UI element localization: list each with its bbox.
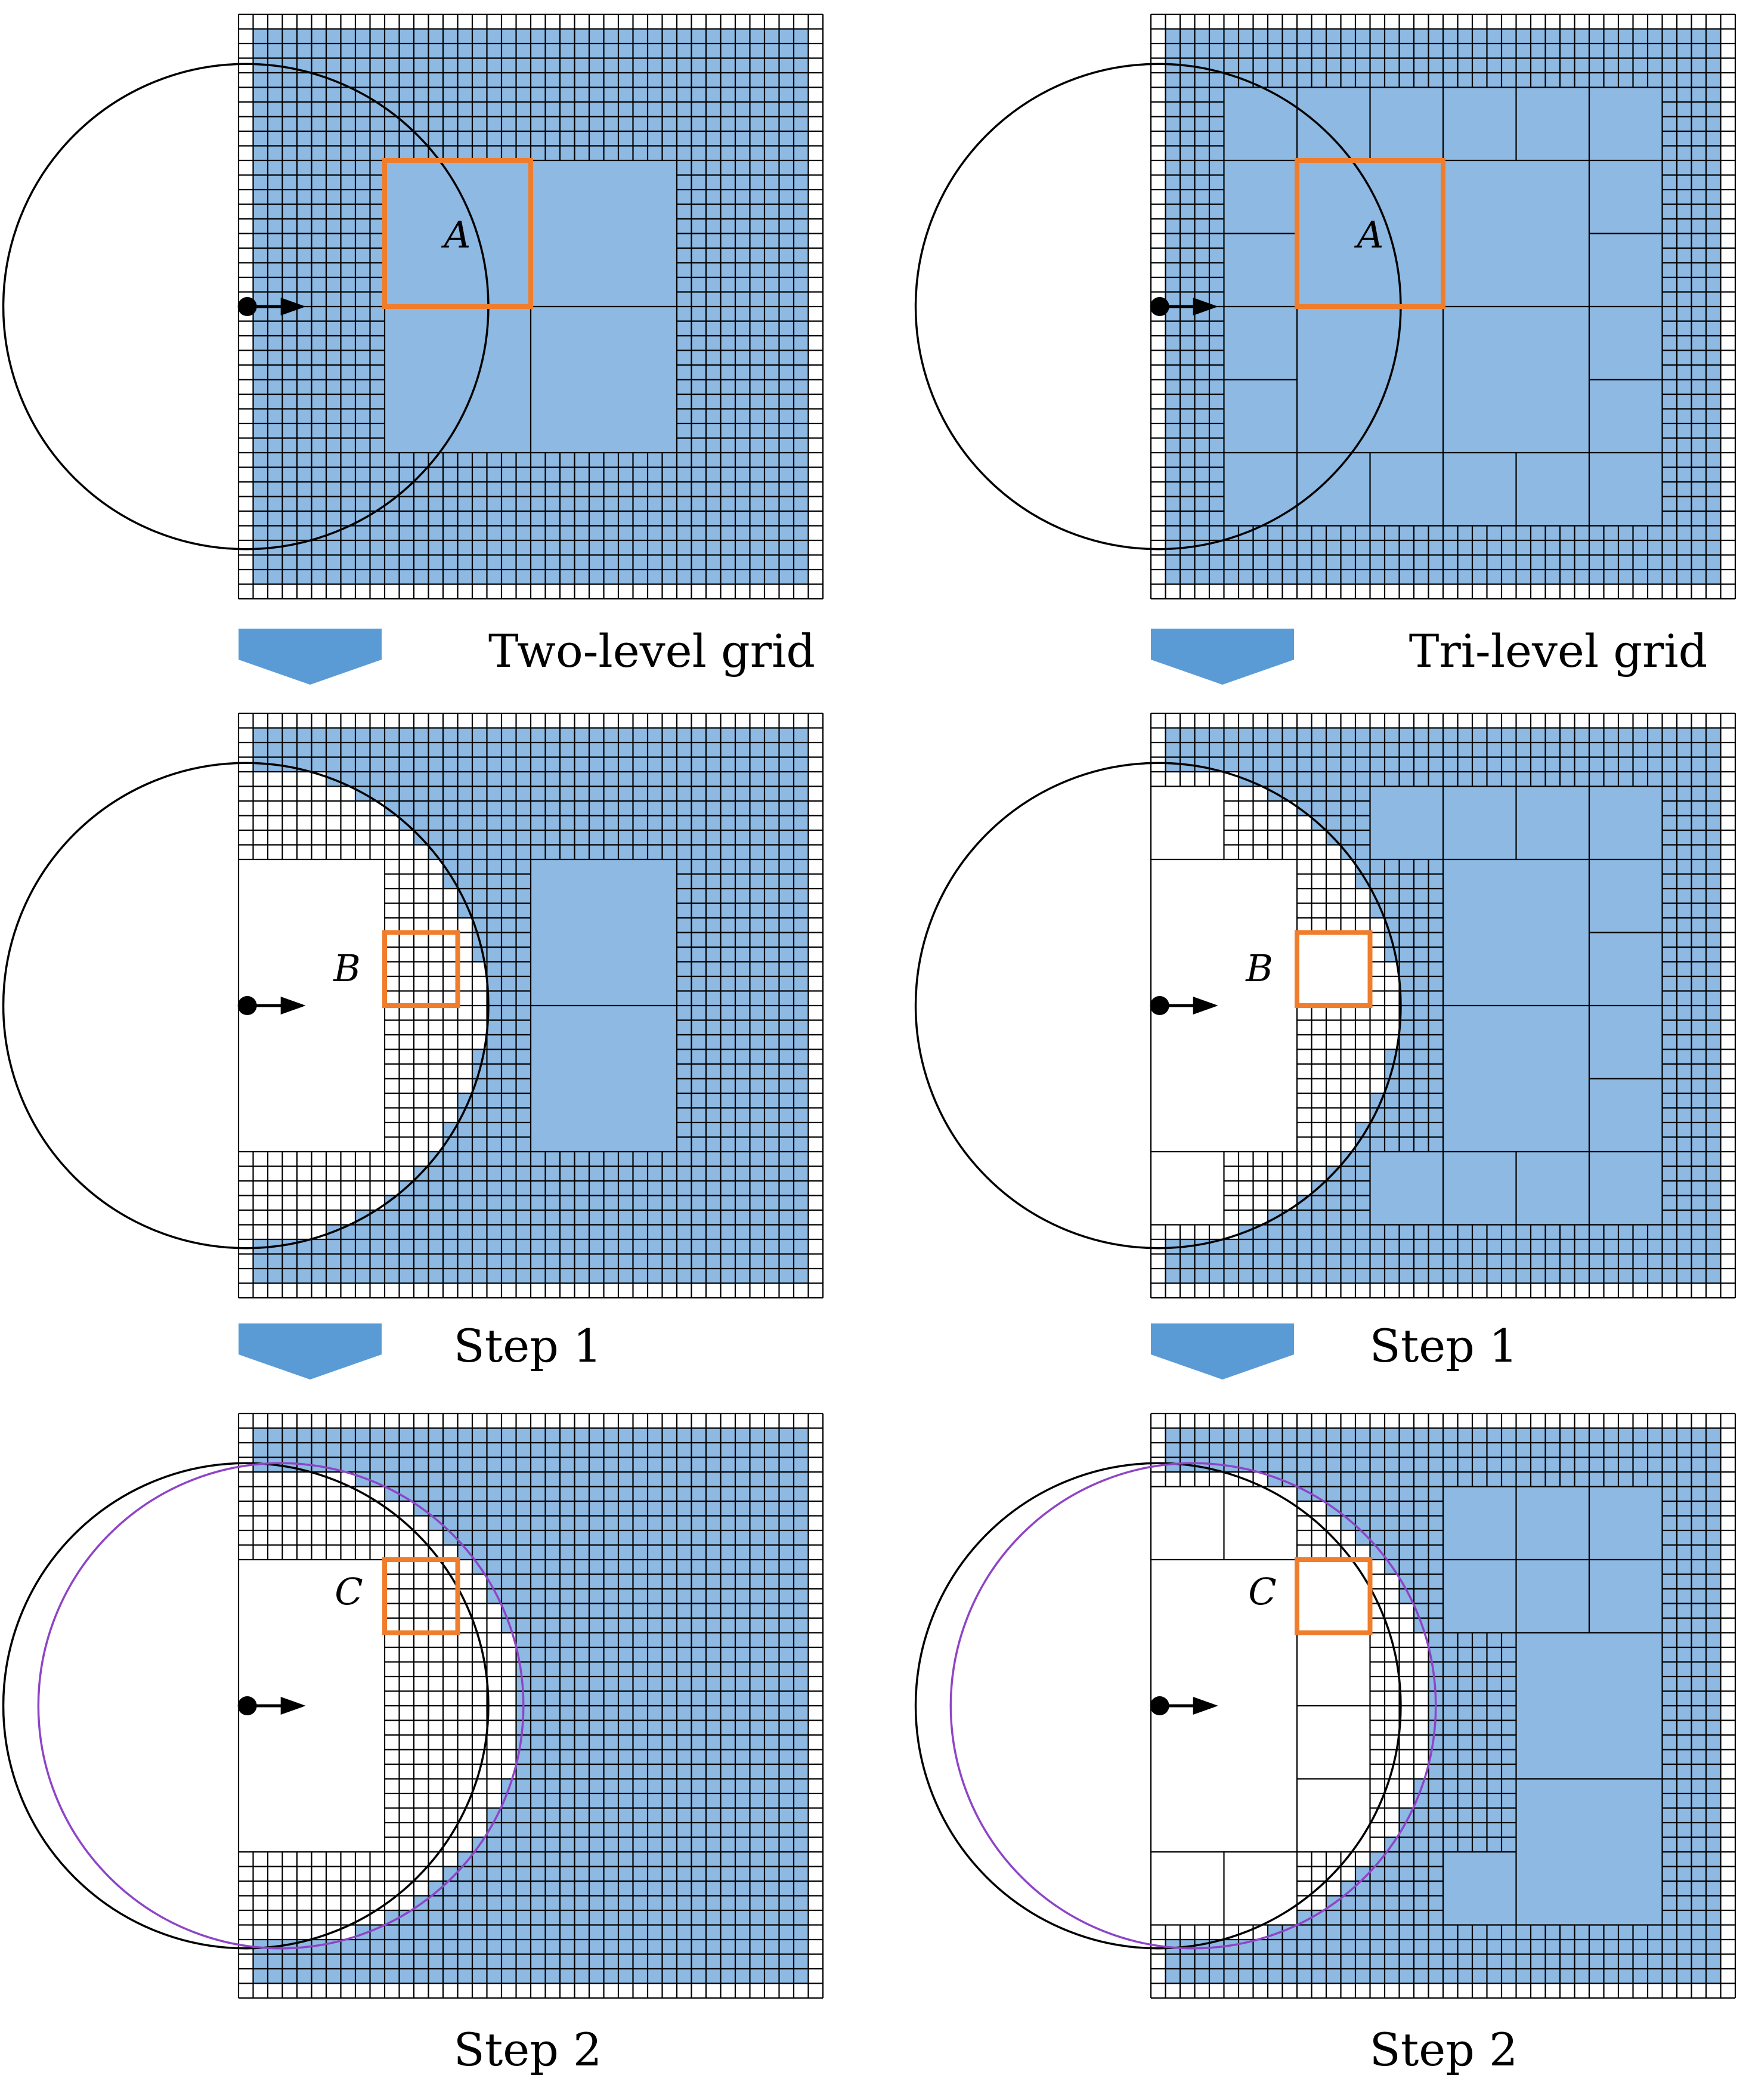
motion-arrow-head [1193, 997, 1218, 1015]
panel-left-mid [2, 712, 824, 1299]
body-circle [914, 1462, 1402, 1950]
moved-body-circle [949, 1462, 1437, 1950]
panel-left-top [2, 13, 824, 600]
motion-arrow-head [1193, 1697, 1218, 1715]
caption-left-step-2: Step 2 [454, 2023, 602, 2076]
caption-right-step-2: Step 2 [1370, 2023, 1518, 2076]
highlight-box [1295, 158, 1445, 309]
highlight-box [1295, 930, 1373, 1008]
panel-right-mid [914, 712, 1736, 1299]
highlight-box [382, 1557, 460, 1635]
body-circle [2, 762, 490, 1250]
highlight-box [1295, 1557, 1373, 1635]
label-b-right: B [1245, 947, 1273, 990]
body-circle [2, 1462, 490, 1950]
label-a-left: A [441, 213, 471, 256]
step-arrow-3 [239, 1323, 382, 1380]
panels-layer [2, 13, 1736, 1999]
caption-two-level-grid: Two-level grid [488, 624, 815, 678]
panel-right-top [914, 13, 1736, 600]
step-arrow-4 [1151, 1323, 1294, 1380]
motion-arrow-head [280, 298, 306, 316]
grid-lines [237, 1412, 824, 1999]
step-arrow-2 [1151, 629, 1294, 685]
caption-left-step-1: Step 1 [454, 1319, 602, 1372]
moved-body-circle [37, 1462, 525, 1950]
highlight-box [382, 158, 533, 309]
step-arrows-layer [239, 629, 1294, 1380]
caption-right-step-1: Step 1 [1370, 1319, 1518, 1372]
grid-lines [237, 712, 824, 1299]
label-a-right: A [1354, 213, 1384, 256]
body-circle [914, 762, 1402, 1250]
motion-arrow-head [280, 997, 306, 1015]
motion-arrow-head [1193, 298, 1218, 316]
grid-lines [1150, 1412, 1736, 1999]
motion-arrow-head [280, 1697, 306, 1715]
panel-left-bot [2, 1412, 824, 1999]
grid-lines [1150, 712, 1736, 1299]
highlight-box [382, 930, 460, 1008]
panel-right-bot [914, 1412, 1736, 1999]
label-b-left: B [333, 947, 361, 990]
label-c-left: C [335, 1570, 363, 1613]
caption-tri-level-grid: Tri-level grid [1409, 624, 1708, 678]
step-arrow-1 [239, 629, 382, 685]
grid-lines [237, 13, 824, 600]
label-c-right: C [1248, 1570, 1276, 1613]
